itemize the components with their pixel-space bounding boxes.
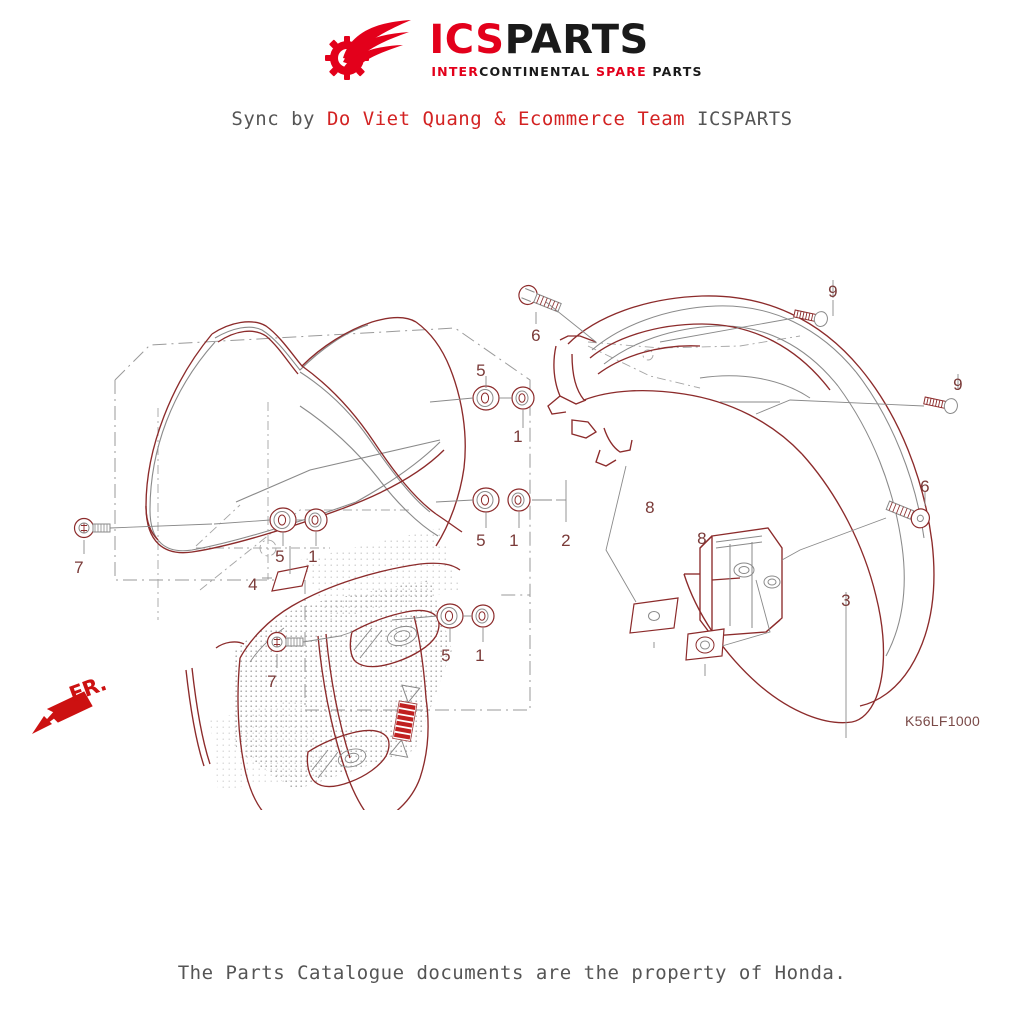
tapping-screw-lower [923, 396, 958, 414]
tapping-screw-upper [793, 309, 828, 327]
mount-plate-part [629, 597, 679, 634]
parts-diagram-svg [73, 280, 959, 810]
brand-logo: ICSPARTS INTERCONTINENTAL SPARE PARTS [0, 18, 1024, 80]
hex-flange-bolt-lower [885, 500, 931, 529]
fender-main-outline [547, 295, 935, 724]
front-cowl-assembly-drawing [145, 316, 466, 810]
tagline-spare: SPARE [595, 63, 653, 79]
fender-bracket-details [715, 535, 781, 628]
hex-flange-bolt-upper [518, 284, 562, 313]
brand-wordmark: ICSPARTS INTERCONTINENTAL SPARE PARTS [429, 20, 702, 79]
fender-construction-lines [587, 335, 801, 389]
front-direction-arrow-icon: FR. [28, 671, 133, 740]
fastener-group-top-left [472, 385, 535, 411]
parts-diagram [0, 150, 1024, 810]
tagline-continental: CONTINENTAL [479, 63, 596, 79]
cowl-tab-details [249, 625, 418, 779]
fastener-group-mid-inner [269, 507, 328, 533]
ics-wing-gear-logo-icon [321, 18, 417, 80]
tagline-inter: INTER [431, 63, 480, 79]
part-code-label: K56LF1000 [905, 713, 981, 729]
brand-name-parts: PARTS [504, 16, 649, 63]
fastener-group-mid-outer [472, 487, 531, 513]
cowl-construction-lines [157, 402, 410, 620]
callout-leader-lines [83, 280, 959, 738]
page-header: ICSPARTS INTERCONTINENTAL SPARE PARTS Sy… [0, 0, 1024, 150]
mount-nut-part [685, 628, 725, 661]
brand-name-ics: ICS [429, 16, 505, 63]
fastener-parts [73, 284, 958, 661]
warning-decal [388, 684, 421, 758]
pan-head-screw-upper [73, 517, 111, 539]
sync-suffix: ICSPARTS [685, 108, 793, 130]
cowl-main-outline [145, 316, 466, 810]
sync-credit-line: Sync by Do Viet Quang & Ecommerce Team I… [0, 108, 1024, 130]
footer-copyright-notice: The Parts Catalogue documents are the pr… [177, 962, 847, 984]
fastener-group-bottom [436, 603, 495, 629]
sync-prefix: Sync by [231, 108, 327, 130]
pan-head-screw-lower [266, 631, 304, 653]
sync-highlight: Do Viet Quang & Ecommerce Team [326, 108, 686, 130]
front-fender-drawing [547, 295, 935, 724]
tagline-parts: PARTS [652, 63, 703, 79]
rubber-pad-part [271, 565, 309, 592]
